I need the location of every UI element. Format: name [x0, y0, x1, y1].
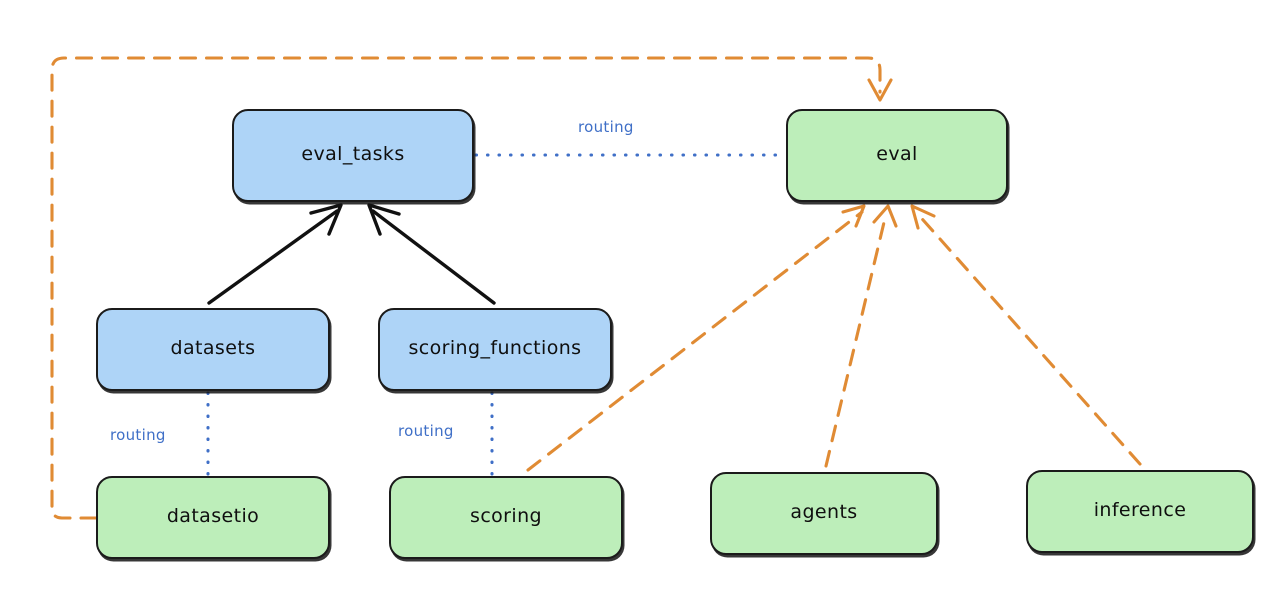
edge-agents-to-eval [824, 204, 898, 468]
node-datasetio[interactable]: datasetio [96, 476, 330, 559]
node-inference[interactable]: inference [1026, 470, 1254, 553]
edge-label-routing-datasets-datasetio: routing [110, 426, 166, 444]
node-scoring[interactable]: scoring [389, 476, 623, 559]
edge-label-routing-eval-tasks-eval: routing [578, 118, 634, 136]
edge-label-routing-scoring-functions-scoring: routing [398, 422, 454, 440]
node-datasets-label: datasets [170, 337, 256, 359]
node-scoring-functions-label: scoring_functions [408, 337, 582, 359]
node-scoring-functions[interactable]: scoring_functions [378, 308, 612, 391]
node-eval-tasks-label: eval_tasks [301, 143, 405, 165]
edge-inference-to-eval [910, 204, 1142, 466]
node-inference-label: inference [1093, 499, 1187, 521]
node-datasetio-label: datasetio [166, 505, 260, 527]
node-eval-label: eval [876, 143, 918, 165]
node-eval[interactable]: eval [786, 109, 1008, 202]
node-datasets[interactable]: datasets [96, 308, 330, 391]
node-agents-label: agents [790, 501, 858, 523]
edge-datasets-to-eval-tasks [207, 203, 343, 305]
node-scoring-label: scoring [470, 505, 542, 527]
node-eval-tasks[interactable]: eval_tasks [232, 109, 474, 202]
node-agents[interactable]: agents [710, 472, 938, 555]
edge-scoring-functions-to-eval-tasks [367, 203, 496, 305]
